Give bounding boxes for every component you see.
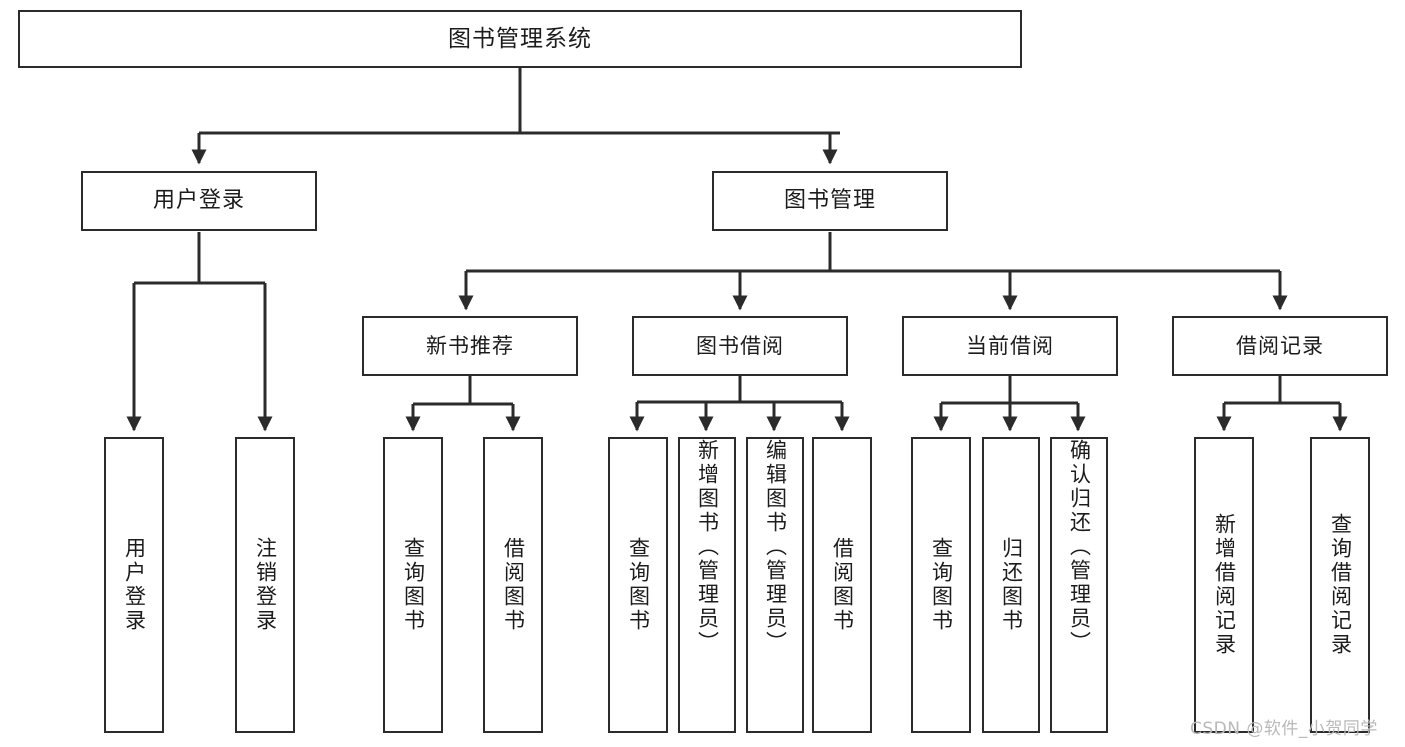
leaf-recommend-query-book[interactable]: 查询图书 [383, 437, 443, 733]
node-label: 借阅图书 [830, 537, 855, 633]
node-label: 当前借阅 [966, 333, 1054, 358]
node-label: 查询图书 [929, 537, 954, 633]
leaf-current-query-book[interactable]: 查询图书 [911, 437, 971, 733]
leaf-borrow-add-book-admin[interactable]: 新增图书（管理员） [678, 437, 736, 733]
node-label: 新书推荐 [426, 333, 514, 358]
node-label: 注销登录 [253, 537, 278, 633]
node-book-borrow[interactable]: 图书借阅 [632, 316, 848, 376]
csdn-watermark: CSDN @软件_小贺同学 [1190, 719, 1378, 739]
node-label: 查询图书 [626, 537, 651, 633]
node-current-borrow[interactable]: 当前借阅 [902, 316, 1118, 376]
node-label: 图书管理 [783, 188, 876, 214]
leaf-record-query-record[interactable]: 查询借阅记录 [1310, 437, 1370, 733]
node-label: 新增借阅记录 [1212, 513, 1237, 657]
leaf-current-return-book[interactable]: 归还图书 [982, 437, 1040, 733]
leaf-borrow-edit-book-admin[interactable]: 编辑图书（管理员） [746, 437, 804, 733]
node-root-system[interactable]: 图书管理系统 [18, 10, 1022, 68]
node-new-book-recommend[interactable]: 新书推荐 [362, 316, 578, 376]
node-label: 借阅图书 [501, 537, 526, 633]
node-label: 归还图书 [999, 537, 1024, 633]
node-label: 图书管理系统 [448, 25, 592, 52]
node-label: 用户登录 [152, 188, 245, 214]
leaf-recommend-borrow-book[interactable]: 借阅图书 [483, 437, 543, 733]
node-label: 新增图书（管理员） [695, 439, 720, 655]
node-user-login[interactable]: 用户登录 [81, 171, 317, 231]
leaf-borrow-borrow-book[interactable]: 借阅图书 [812, 437, 872, 733]
leaf-borrow-query-book[interactable]: 查询图书 [608, 437, 668, 733]
node-label: 编辑图书（管理员） [763, 439, 788, 655]
node-label: 查询图书 [401, 537, 426, 633]
node-borrow-record[interactable]: 借阅记录 [1172, 316, 1388, 376]
node-label: 借阅记录 [1236, 333, 1324, 358]
node-label: 确认归还（管理员） [1067, 439, 1092, 655]
node-book-management[interactable]: 图书管理 [712, 171, 948, 231]
leaf-record-add-record[interactable]: 新增借阅记录 [1194, 437, 1254, 733]
leaf-current-confirm-return-admin[interactable]: 确认归还（管理员） [1050, 437, 1108, 733]
node-label: 查询借阅记录 [1328, 513, 1353, 657]
node-label: 图书借阅 [696, 333, 784, 358]
node-label: 用户登录 [122, 537, 147, 633]
leaf-user-login-login[interactable]: 用户登录 [104, 437, 164, 733]
leaf-user-login-logout[interactable]: 注销登录 [235, 437, 295, 733]
